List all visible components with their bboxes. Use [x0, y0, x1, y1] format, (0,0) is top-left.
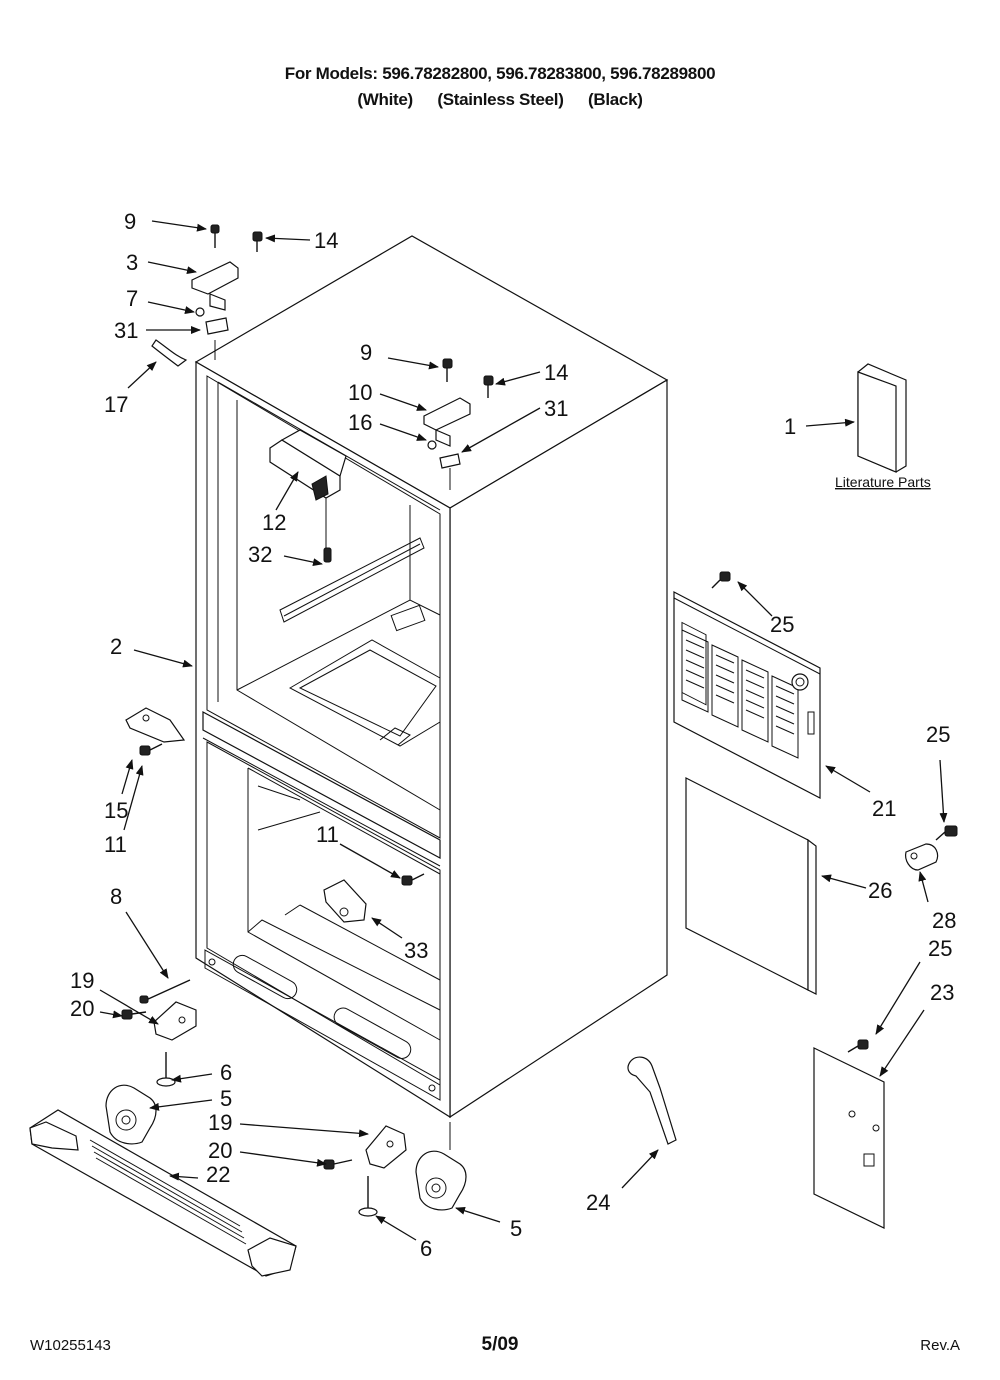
models-heading: For Models: 596.78282800, 596.78283800, …	[284, 64, 716, 83]
callout-5-right: 5	[510, 1216, 522, 1241]
toe-grille	[29, 1109, 297, 1277]
callout-23: 23	[930, 980, 954, 1005]
rear-grille-panel	[673, 571, 821, 799]
callout-6-left: 6	[220, 1060, 232, 1085]
callout-31-upper-right: 31	[544, 396, 568, 421]
callout-25-panel: 25	[770, 612, 794, 637]
callout-21: 21	[872, 796, 896, 821]
callout-14-upper-right: 14	[544, 360, 568, 385]
callout-19-right: 19	[208, 1110, 232, 1135]
lower-right-roller-assembly	[323, 1122, 467, 1217]
finish-stainless: (Stainless Steel)	[437, 90, 564, 109]
document-number: W10255143	[30, 1337, 111, 1354]
callout-19-left: 19	[70, 968, 94, 993]
callout-arrows	[99, 220, 948, 1241]
finish-black: (Black)	[588, 90, 643, 109]
callout-9-upper-left: 9	[124, 209, 136, 234]
upper-right-hinge-assembly	[423, 358, 494, 490]
tube-clamp	[905, 825, 958, 871]
callout-24: 24	[586, 1190, 610, 1215]
lower-inner-parts	[323, 873, 425, 923]
callout-1: 1	[784, 414, 796, 439]
callout-26: 26	[868, 878, 892, 903]
publication-date: 5/09	[481, 1334, 519, 1355]
callout-3: 3	[126, 250, 138, 275]
callout-33: 33	[404, 938, 428, 963]
callout-12: 12	[262, 510, 286, 535]
lower-left-roller-assembly	[105, 979, 197, 1145]
callout-20-left: 20	[70, 996, 94, 1021]
callout-2: 2	[110, 634, 122, 659]
control-housing	[269, 429, 347, 563]
literature-parts-label: Literature Parts	[835, 474, 931, 490]
literature-booklet	[857, 363, 907, 473]
callout-5-left: 5	[220, 1086, 232, 1111]
callout-22: 22	[206, 1162, 230, 1187]
callout-7: 7	[126, 286, 138, 311]
callout-20-right: 20	[208, 1138, 232, 1163]
center-hinge-bracket	[125, 707, 186, 756]
callout-31-upper-left: 31	[114, 318, 138, 343]
callout-32: 32	[248, 542, 272, 567]
callout-8: 8	[110, 884, 122, 909]
callout-25-clamp: 25	[926, 722, 950, 747]
revision-label: Rev.A	[920, 1337, 960, 1354]
access-cover	[813, 1039, 885, 1229]
callout-11-left: 11	[104, 832, 127, 857]
callout-17: 17	[104, 392, 128, 417]
callout-14-upper-left: 14	[314, 228, 338, 253]
callout-28: 28	[932, 908, 956, 933]
rear-insulation-panel	[685, 777, 817, 995]
callout-10: 10	[348, 380, 372, 405]
callout-11-inner: 11	[316, 822, 339, 847]
callout-25-cover: 25	[928, 936, 952, 961]
upper-left-hinge-assembly	[151, 224, 263, 367]
cabinet	[194, 235, 669, 1119]
leveling-wrench	[627, 1056, 677, 1145]
callout-6-right: 6	[420, 1236, 432, 1261]
callout-9-upper-right: 9	[360, 340, 372, 365]
finish-white: (White)	[357, 90, 413, 109]
callout-16: 16	[348, 410, 372, 435]
callout-15: 15	[104, 798, 128, 823]
finish-labels: (White) (Stainless Steel) (Black)	[0, 90, 1000, 110]
callout-labels: 9 14 3 7 31 17 9 14 10 16 31 1 Literatur…	[70, 209, 956, 1261]
